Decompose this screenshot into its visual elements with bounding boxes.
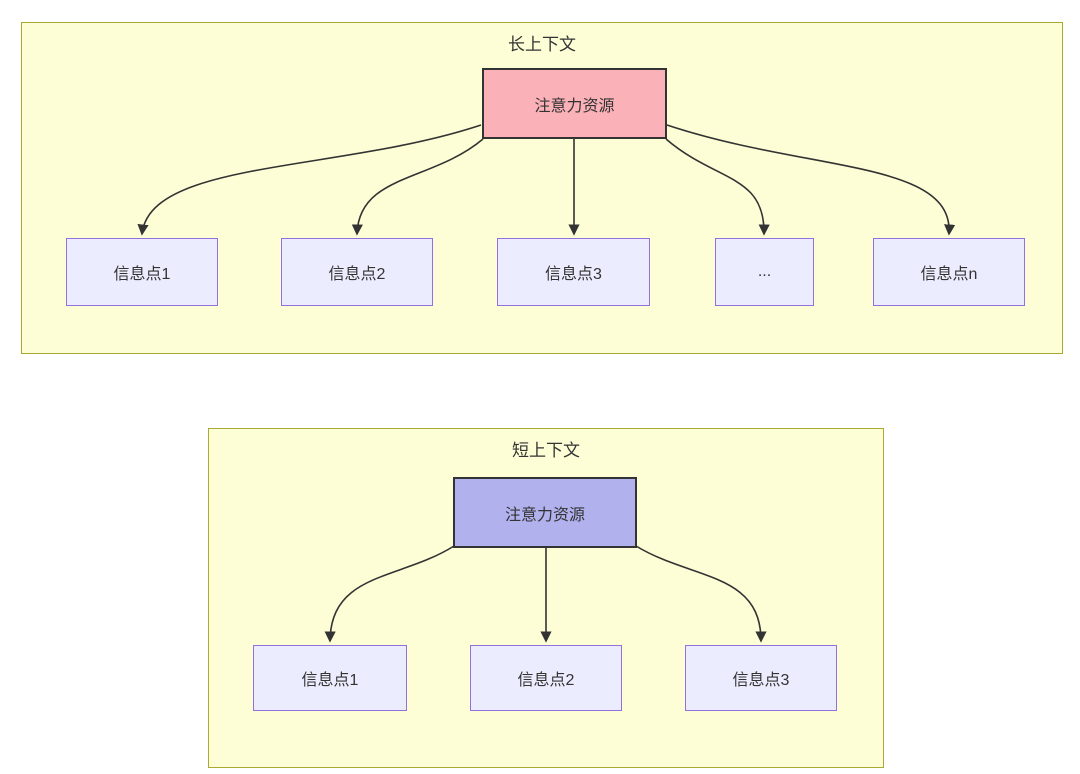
long-info-node-1: 信息点1 [66,238,218,306]
attention-resource-label-long: 注意力资源 [534,97,615,115]
short-info-node-2-label: 信息点2 [517,672,575,689]
long-info-node-n: 信息点n [873,238,1025,306]
attention-resource-label-short: 注意力资源 [504,506,585,524]
long-info-node-2: 信息点2 [281,238,433,306]
short-info-node-1-label: 信息点1 [301,672,359,689]
short-info-node-2: 信息点2 [470,645,622,711]
long-context-title: 长上下文 [508,35,576,54]
long-info-node-ellipsis: ... [715,238,814,306]
attention-resource-box-short: 注意力资源 [453,477,637,548]
attention-resource-box-long: 注意力资源 [482,68,667,139]
short-info-node-3-label: 信息点3 [732,672,790,689]
short-info-node-3: 信息点3 [685,645,837,711]
short-info-node-1: 信息点1 [253,645,407,711]
long-info-node-ellipsis-label: ... [757,263,772,280]
long-info-node-3-label: 信息点3 [545,266,602,283]
short-context-title: 短上下文 [512,441,580,460]
long-info-node-2-label: 信息点2 [328,266,386,283]
long-info-node-3: 信息点3 [497,238,650,306]
long-info-node-1-label: 信息点1 [113,266,171,283]
long-info-node-n-label: 信息点n [920,266,978,283]
